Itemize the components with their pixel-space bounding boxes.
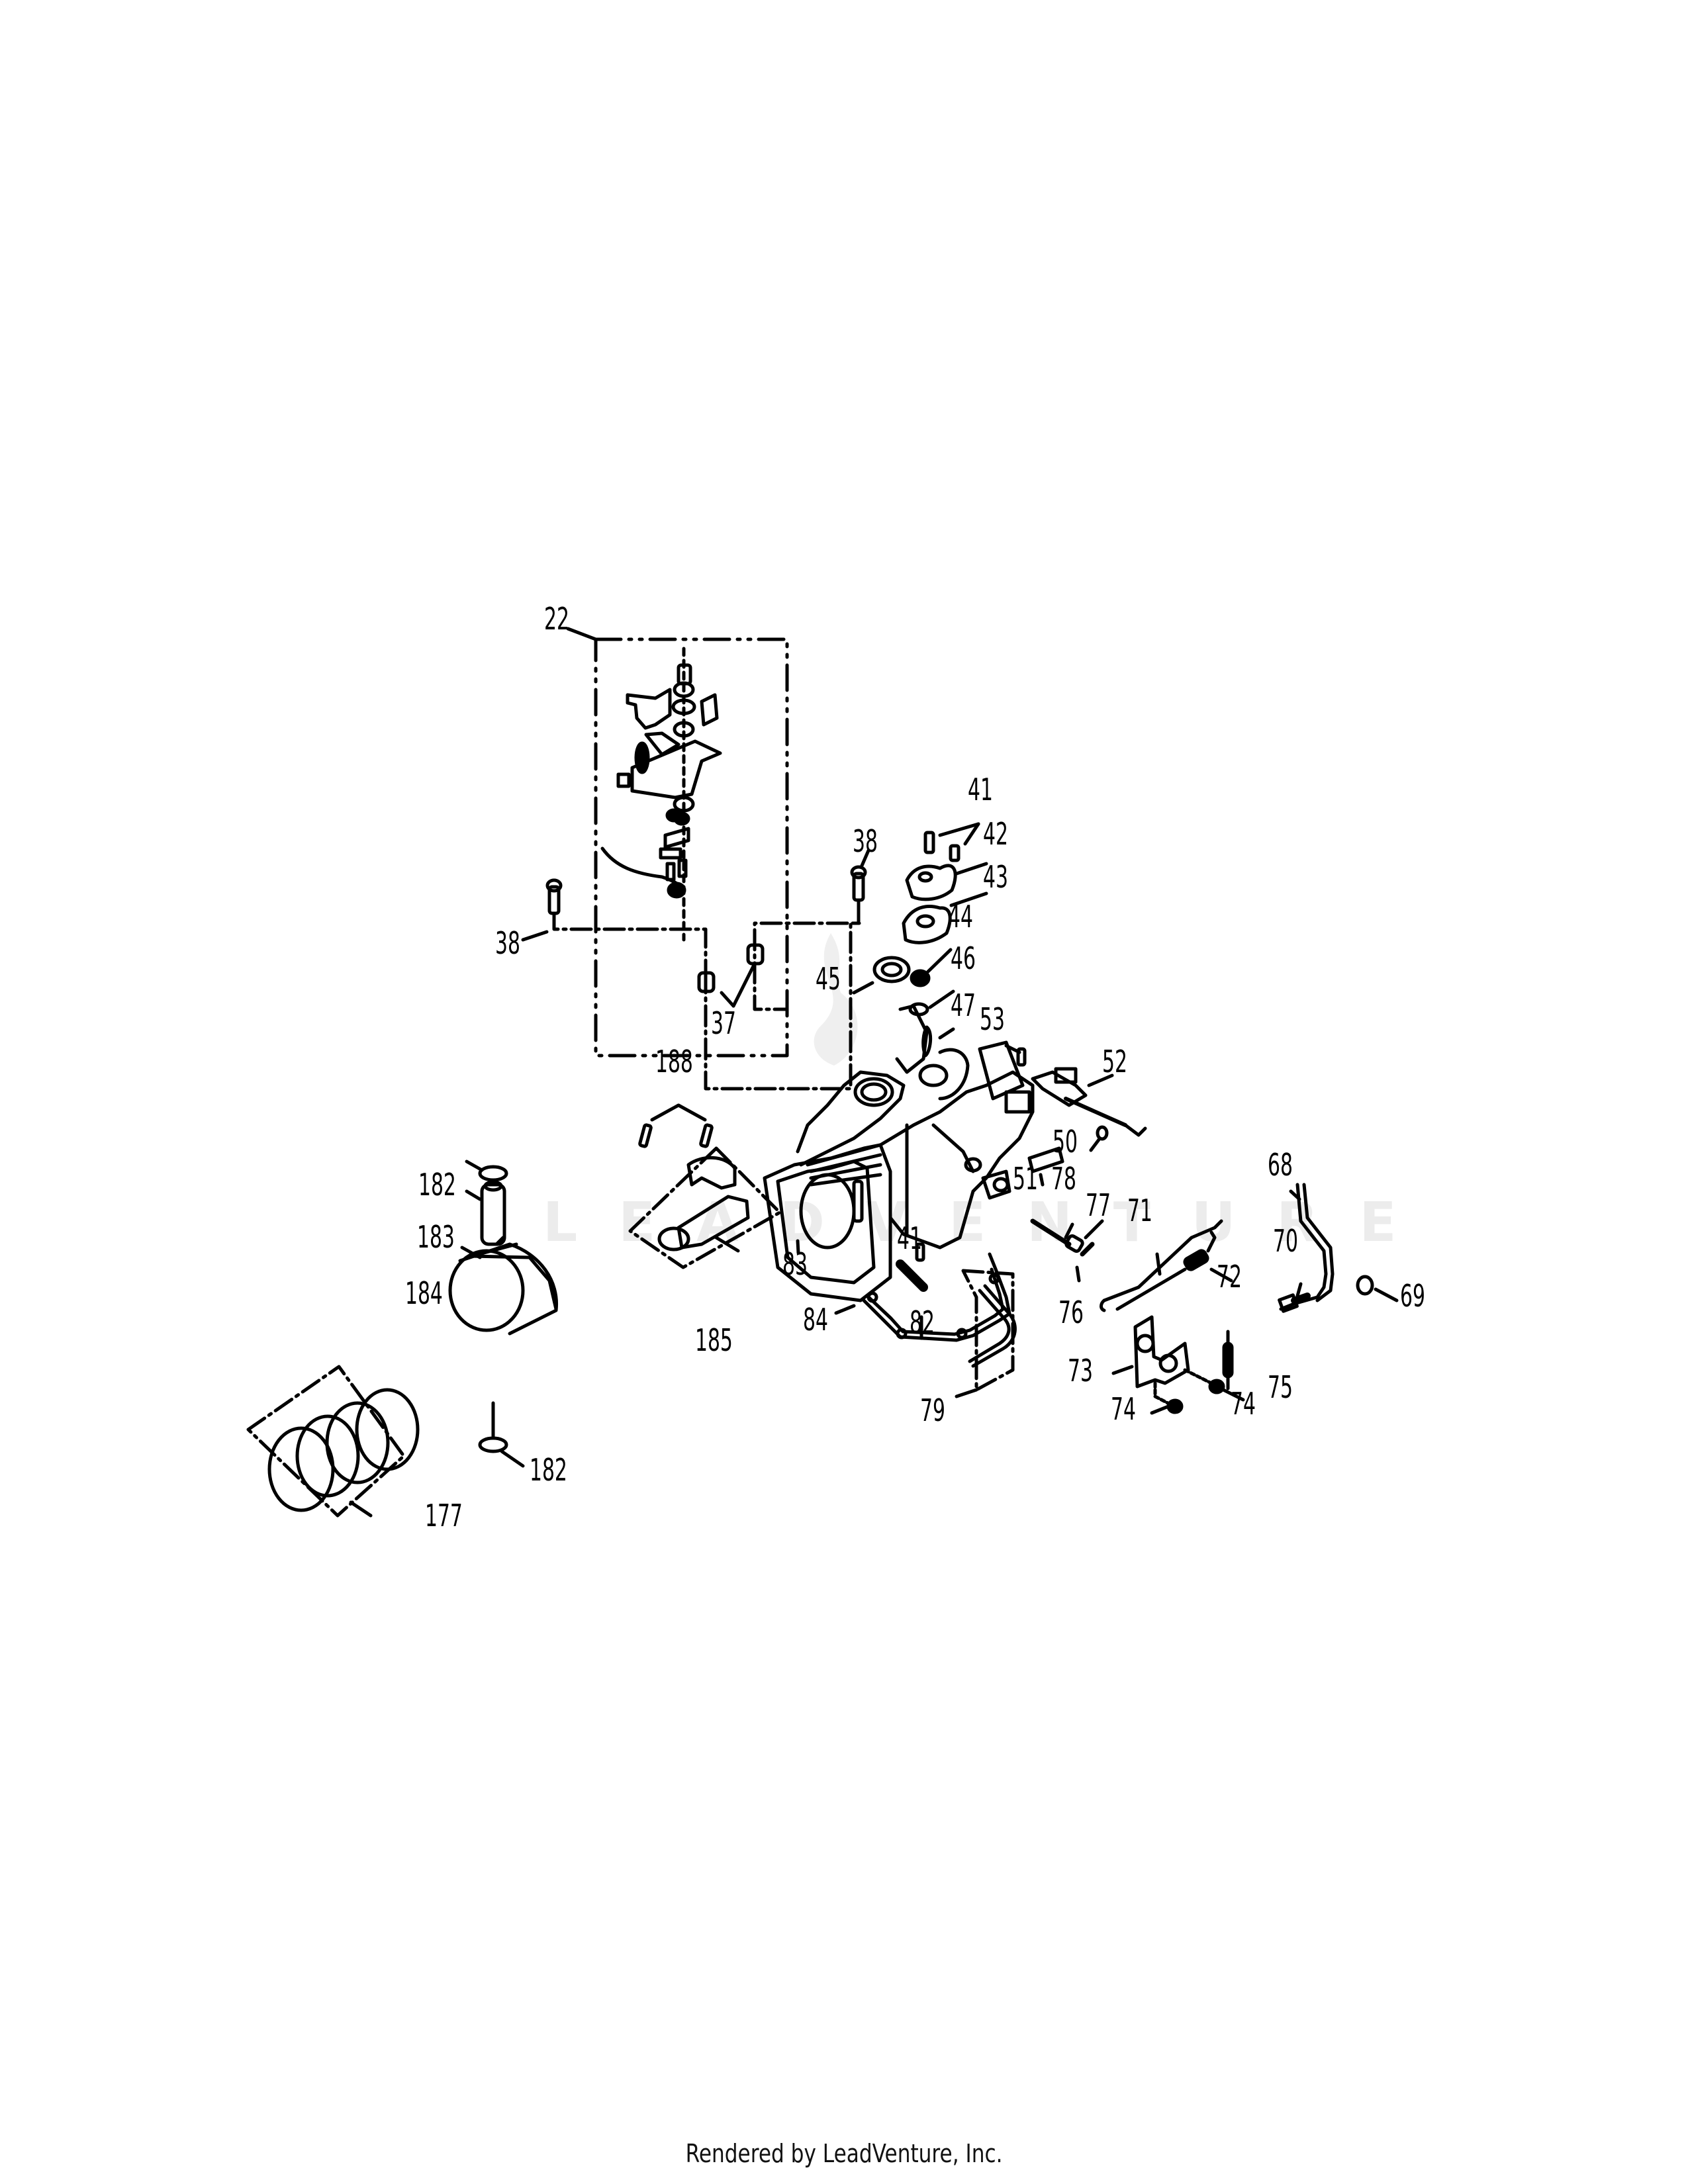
screw-50 [1089, 1125, 1109, 1152]
spring-75 [1222, 1330, 1234, 1390]
callout-82[interactable]: 82 [910, 1304, 935, 1340]
crankcase-gasket-84 [796, 1239, 1011, 1342]
bolts-41 [923, 822, 980, 862]
screw-74-b [1183, 1368, 1245, 1402]
watermark-flame-icon [814, 933, 858, 1066]
callout-41[interactable]: 41 [897, 1220, 922, 1256]
callout-182[interactable]: 182 [418, 1167, 456, 1203]
piston-184 [448, 1236, 559, 1336]
governor-lever-68 [1279, 1183, 1335, 1311]
control-bracket-73 [1111, 1315, 1190, 1388]
callout-44[interactable]: 44 [948, 899, 973, 934]
callout-183[interactable]: 183 [417, 1219, 455, 1255]
bolt-70 [1278, 1282, 1311, 1313]
callout-182[interactable]: 182 [530, 1452, 567, 1488]
callout-41[interactable]: 41 [968, 772, 993, 807]
callout-74[interactable]: 74 [1231, 1386, 1256, 1422]
callout-188[interactable]: 188 [655, 1044, 693, 1079]
callout-68[interactable]: 68 [1268, 1147, 1293, 1183]
callout-43[interactable]: 43 [983, 859, 1008, 895]
callout-47[interactable]: 47 [951, 987, 976, 1023]
callout-77[interactable]: 77 [1086, 1187, 1111, 1223]
piston-pin-183 [465, 1180, 506, 1246]
piston-rings-177 [246, 1365, 420, 1518]
collar-77 [1064, 1219, 1104, 1253]
oil-tube-79 [955, 1269, 1017, 1398]
bracket-51 [1027, 1146, 1064, 1187]
callout-73[interactable]: 73 [1068, 1353, 1093, 1388]
callout-76[interactable]: 76 [1058, 1295, 1084, 1330]
crankcase-block [763, 1004, 1035, 1302]
bearing-44 [910, 948, 953, 987]
bolts-188 [638, 1103, 714, 1148]
callout-83[interactable]: 83 [782, 1246, 808, 1282]
oil-seal-45 [852, 956, 911, 995]
screw-74-a [1150, 1381, 1184, 1415]
connecting-rod-185 [628, 1146, 782, 1269]
callout-37[interactable]: 37 [711, 1005, 736, 1041]
callout-38[interactable]: 38 [853, 823, 878, 859]
footer-credit: Rendered by LeadVenture, Inc. [0, 2139, 1688, 2168]
footer-credit-text: Rendered by LeadVenture, Inc. [685, 2139, 1003, 2168]
callout-46[interactable]: 46 [951, 940, 976, 976]
pin-76 [1075, 1242, 1095, 1283]
callout-45[interactable]: 45 [816, 961, 841, 997]
callout-75[interactable]: 75 [1268, 1369, 1293, 1405]
callout-72[interactable]: 72 [1217, 1259, 1242, 1295]
callout-38[interactable]: 38 [495, 925, 520, 961]
callout-79[interactable]: 79 [920, 1392, 945, 1428]
callout-22[interactable]: 22 [544, 601, 569, 637]
callout-84[interactable]: 84 [803, 1302, 828, 1338]
dowel-pins-37 [697, 943, 765, 1008]
callout-185[interactable]: 185 [695, 1322, 733, 1358]
dowel-82 [896, 1259, 928, 1292]
callout-52[interactable]: 52 [1102, 1044, 1127, 1079]
nut-69 [1356, 1275, 1399, 1302]
callout-71[interactable]: 71 [1127, 1193, 1152, 1228]
stop-switch-52 [1031, 1067, 1147, 1137]
governor-shaft-78 [1030, 1218, 1074, 1247]
bolt-38-left-leader [552, 911, 708, 975]
callout-184[interactable]: 184 [405, 1275, 443, 1311]
governor-bracket-assembly [600, 647, 722, 942]
clip-182-bottom [478, 1401, 525, 1468]
clip-182-top [465, 1160, 508, 1182]
callout-74[interactable]: 74 [1111, 1391, 1136, 1427]
callout-69[interactable]: 69 [1400, 1278, 1425, 1314]
callout-51[interactable]: 51 [1013, 1161, 1038, 1197]
kit-22-frame [594, 637, 789, 1058]
gasket-43 [902, 891, 988, 944]
callout-177[interactable]: 177 [425, 1498, 463, 1533]
cover-plate-42 [905, 862, 988, 901]
spring-rod-72 [1115, 1230, 1233, 1311]
callout-78[interactable]: 78 [1051, 1161, 1076, 1197]
callout-50[interactable]: 50 [1053, 1124, 1078, 1160]
callout-42[interactable]: 42 [983, 816, 1008, 852]
callout-53[interactable]: 53 [980, 1001, 1005, 1037]
callout-70[interactable]: 70 [1273, 1223, 1298, 1259]
link-rod-71 [1100, 1219, 1223, 1312]
bolt-41-lower [915, 1242, 925, 1262]
